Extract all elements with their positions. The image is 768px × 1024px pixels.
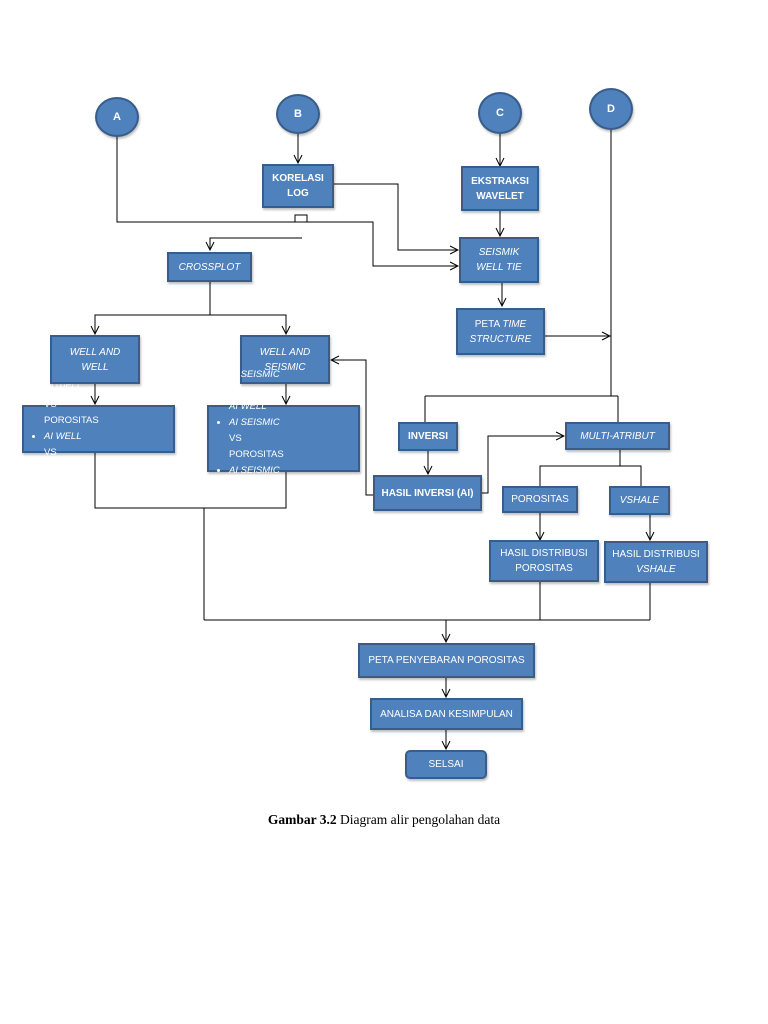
arrow-hasil-multi [482,436,564,494]
vshale-label: VSHALE [619,495,660,506]
seismic-list-item-object: VSHALE [229,496,267,508]
box-analisa-kesimpulan: ANALISA DAN KESIMPULAN [370,698,523,730]
connector-d: D [589,88,633,130]
arrow-korelasi-seismik [334,183,458,250]
well-list-item: AI WELL VS POROSITAS [44,381,99,429]
crossplot-label: CROSSPLOT [178,261,241,273]
hasil-vshale-line2: VSHALE [636,564,676,575]
well-list-item-vs: VS [44,399,57,410]
box-selesai: SELSAI [405,750,487,779]
inversi-label: INVERSI [407,431,448,442]
seismic-list-item: AI SEISMIC VS AI WELL [229,367,284,415]
connector-b: B [276,94,320,134]
box-seismik-well-tie: SEISMIK WELL TIE [459,237,539,283]
connector-tab [294,214,308,223]
box-vshale: VSHALE [609,486,670,515]
box-hasil-distribusi-vshale: HASIL DISTRIBUSI VSHALE [604,541,708,583]
box-hasil-inversi: HASIL INVERSI (AI) [373,475,482,511]
seismic-list-item-vs: VS [229,384,242,396]
selesai-label: SELSAI [428,759,464,770]
peta-time-italic: TIME [502,318,527,330]
box-ekstraksi-wavelet: EKSTRAKSI WAVELET [461,166,539,211]
connector-a: A [95,97,139,137]
box-seismic-crossplot-list: AI SEISMIC VS AI WELLAI SEISMIC VS POROS… [207,369,360,508]
arrow-crossplot-wellwell [95,282,211,334]
korelasi-line1: KORELASI [272,173,324,184]
line-lists-join [94,453,287,509]
connector-a-label: A [113,110,121,123]
caption-text: Diagram alir pengolahan data [336,812,501,827]
arrow-to-crossplot [210,237,302,250]
wellwell-line1: WELL AND [69,346,121,358]
arrow-crossplot-wellseismic [210,314,286,334]
line-multi-porositas [539,450,621,486]
seismic-list-item-subject: AI SEISMIC [229,464,280,476]
peta-time-prefix: PETA [474,318,503,330]
well-crossplot-list: AI WELL VS POROSITASAI WELL VS VSHALE [34,381,99,477]
peta-penyebaran-label: PETA PENYEBARAN POROSITAS [368,655,525,666]
arrow-a-seismik [116,136,458,266]
hasil-vshale-line1: HASIL DISTRIBUSI [612,549,700,560]
well-list-item-subject: AI WELL [44,383,82,394]
analisa-label: ANALISA DAN KESIMPULAN [380,708,513,720]
box-porositas: POROSITAS [502,486,578,513]
porositas-label: POROSITAS [511,494,569,505]
hasil-porositas-line1: HASIL DISTRIBUSI [500,548,588,559]
korelasi-line2: LOG [287,188,309,199]
well-list-item-object: POROSITAS [44,415,99,426]
arrow-hasil-wellseismic [331,360,373,496]
hasil-inversi-label: HASIL INVERSI (AI) [381,487,474,499]
box-well-and-seismic: WELL AND SEISMIC [240,335,330,384]
seismic-list-item-vs: VS [229,480,242,492]
seismic-list-item-vs: VS [229,432,242,444]
box-well-and-well: WELL AND WELL [50,335,140,384]
caption-label: Gambar 3.2 [267,812,337,827]
wellwell-line2: WELL [81,361,109,373]
seismic-list-item-object: POROSITAS [229,448,284,460]
box-well-crossplot-list: AI WELL VS POROSITASAI WELL VS VSHALE [22,383,175,474]
seismic-list-item: AI SEISMIC VS POROSITAS [229,415,284,463]
seismic-crossplot-list: AI SEISMIC VS AI WELLAI SEISMIC VS POROS… [219,367,284,511]
seismic-list-item: AI SEISMIC VS VSHALE [229,463,284,511]
line-multi-vshale [620,465,642,486]
connector-c-label: C [496,106,504,119]
box-multi-atribut: MULTI-ATRIBUT [565,422,670,450]
ekstraksi-line2: WAVELET [476,190,524,202]
multi-atribut-label: MULTI-ATRIBUT [580,430,655,442]
connector-d-label: D [607,102,615,115]
ekstraksi-line1: EKSTRAKSI [471,175,529,187]
box-hasil-distribusi-porositas: HASIL DISTRIBUSI POROSITAS [489,540,599,582]
box-inversi: INVERSI [398,422,458,451]
box-crossplot: CROSSPLOT [167,252,252,282]
well-list-item-subject: AI WELL [44,431,82,442]
wellseismic-line1: WELL AND [259,346,311,358]
well-list-item-vs: VS [44,447,57,458]
peta-time-line1: PETA TIME [470,317,532,332]
figure-caption: Gambar 3.2 Diagram alir pengolahan data [0,812,768,828]
box-peta-penyebaran-porositas: PETA PENYEBARAN POROSITAS [358,643,535,678]
connector-b-label: B [294,107,302,120]
seismik-line2: WELL TIE [476,262,522,273]
seismic-list-item-object: AI WELL [229,400,267,412]
well-list-item: AI WELL VS VSHALE [44,429,99,477]
well-list-item-object: VSHALE [44,463,82,474]
peta-time-line2: STRUCTURE [469,333,532,345]
wellseismic-line2: SEISMIC [264,361,306,373]
hasil-porositas-line2: POROSITAS [515,563,573,574]
seismik-line1: SEISMIK [478,247,520,258]
connector-c: C [478,92,522,134]
box-korelasi-log: KORELASI LOG [262,164,334,208]
seismic-list-item-subject: AI SEISMIC [229,368,280,380]
seismic-list-item-subject: AI SEISMIC [229,416,280,428]
